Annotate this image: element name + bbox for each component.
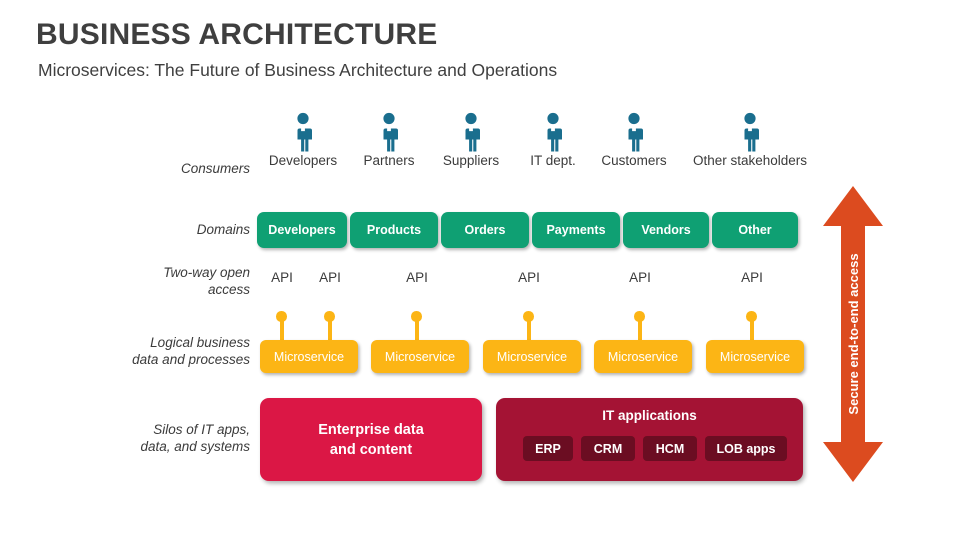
it-applications-panel[interactable]: IT applications ERP CRM HCM LOB apps xyxy=(496,398,803,481)
consumer-label: Other stakeholders xyxy=(692,153,808,168)
person-icon xyxy=(680,112,820,152)
enterprise-data-box[interactable]: Enterprise data and content xyxy=(260,398,482,481)
domain-chip-5[interactable]: Other xyxy=(712,212,798,248)
page-subtitle: Microservices: The Future of Business Ar… xyxy=(38,60,558,80)
api-label-0: API xyxy=(271,270,293,285)
app-chip-0[interactable]: ERP xyxy=(523,436,573,461)
microservices-row: Microservice Microservice Microservice Micr… xyxy=(250,340,820,374)
person-icon xyxy=(590,112,678,152)
consumer-4[interactable]: Customers xyxy=(590,112,678,168)
consumer-0[interactable]: Developers xyxy=(258,112,348,168)
consumer-label: IT dept. xyxy=(530,153,576,168)
microservice-box-4[interactable]: Microservice xyxy=(706,340,804,373)
person-icon xyxy=(350,112,428,152)
consumer-label: Developers xyxy=(268,153,338,168)
api-pin-0 xyxy=(276,311,287,343)
api-label-3: API xyxy=(518,270,540,285)
secure-end-to-end-arrow: Secure end-to-end access xyxy=(823,186,883,482)
domain-chip-3[interactable]: Payments xyxy=(532,212,620,248)
consumer-3[interactable]: IT dept. xyxy=(518,112,588,168)
domain-chip-4[interactable]: Vendors xyxy=(623,212,709,248)
microservice-box-1[interactable]: Microservice xyxy=(371,340,469,373)
it-applications-chips: ERP CRM HCM LOB apps xyxy=(511,436,788,462)
domain-chip-2[interactable]: Orders xyxy=(441,212,529,248)
app-chip-2[interactable]: HCM xyxy=(643,436,697,461)
api-label-5: API xyxy=(741,270,763,285)
microservice-box-2[interactable]: Microservice xyxy=(483,340,581,373)
microservice-box-0[interactable]: Microservice xyxy=(260,340,358,373)
api-label-4: API xyxy=(629,270,651,285)
page-title: BUSINESS ARCHITECTURE xyxy=(36,18,438,51)
consumer-2[interactable]: Suppliers xyxy=(430,112,512,168)
consumer-label: Partners xyxy=(363,153,415,168)
row-label-domains: Domains xyxy=(196,222,250,237)
row-label-silos: Silos of IT apps, data, and systems xyxy=(140,422,250,454)
domain-chip-0[interactable]: Developers xyxy=(257,212,347,248)
person-icon xyxy=(430,112,512,152)
api-pin-1 xyxy=(324,311,335,343)
app-chip-3[interactable]: LOB apps xyxy=(705,436,787,461)
consumer-label: Suppliers xyxy=(442,153,500,168)
row-label-two-way-access: Two-way open access xyxy=(163,265,250,297)
consumer-label: Customers xyxy=(601,153,667,168)
app-chip-1[interactable]: CRM xyxy=(581,436,635,461)
domain-chip-1[interactable]: Products xyxy=(350,212,438,248)
it-applications-title: IT applications xyxy=(602,408,697,423)
consumer-5[interactable]: Other stakeholders xyxy=(680,112,820,168)
api-pin-3 xyxy=(523,311,534,343)
api-label-2: API xyxy=(406,270,428,285)
api-labels-row: API API API API API API xyxy=(250,270,820,296)
api-label-1: API xyxy=(319,270,341,285)
double-arrow-icon xyxy=(823,186,883,482)
microservice-box-3[interactable]: Microservice xyxy=(594,340,692,373)
row-label-consumers: Consumers xyxy=(180,161,250,176)
consumer-1[interactable]: Partners xyxy=(350,112,428,168)
api-pins-row xyxy=(250,311,820,343)
consumers-row: Developers Partners Suppliers IT dept. Custo… xyxy=(250,112,820,174)
person-icon xyxy=(258,112,348,152)
row-label-logical-business: Logical business data and processes xyxy=(132,335,250,367)
api-pin-5 xyxy=(746,311,757,343)
api-pin-2 xyxy=(411,311,422,343)
api-pin-4 xyxy=(634,311,645,343)
person-icon xyxy=(518,112,588,152)
